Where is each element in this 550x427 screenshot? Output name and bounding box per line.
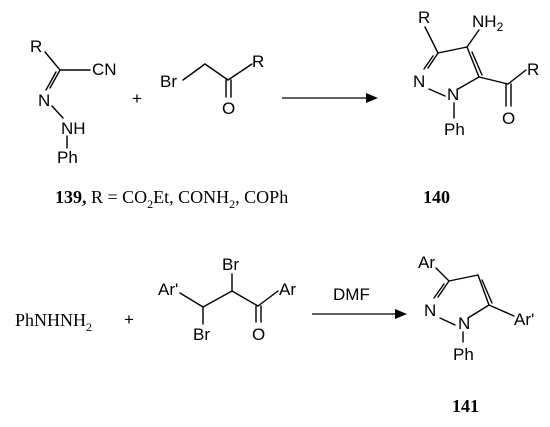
compound-141-caption: 141 [452, 396, 479, 416]
scheme2-reaction-arrow: DMF [312, 285, 407, 319]
plus-sign: + [132, 89, 142, 108]
ph-label: Ph [453, 345, 474, 364]
o-label: O [252, 325, 265, 344]
ph-label: Ph [444, 120, 465, 139]
ar-prime-label: Ar' [514, 310, 534, 329]
dmf-condition: DMF [333, 285, 370, 304]
n-label: N [458, 314, 470, 333]
ph-label: Ph [57, 148, 78, 167]
br-label: Br [160, 72, 177, 91]
ar-label: Ar [279, 280, 296, 299]
phenylhydrazine-label: PhNHNH2 [15, 310, 92, 334]
nh-label: NH [61, 119, 86, 138]
br-label: Br [193, 325, 210, 344]
ar-label: Ar [418, 253, 435, 272]
n-label: N [413, 72, 425, 91]
r-label: R [418, 8, 430, 27]
r-label: R [30, 37, 42, 56]
plus-sign: + [124, 310, 134, 329]
scheme2-reagent-dibromoketone: Br Ar' Ar Br O [158, 255, 296, 344]
compound-139-caption: 139, R = CO2Et, CONH2, COPh [55, 187, 288, 211]
scheme1-reaction-arrow [282, 93, 378, 103]
scheme1-product-aminopyrazole: R NH2 N N Ph R O [413, 8, 539, 139]
scheme1-reagent-bromoketone: Br R O [160, 52, 264, 118]
n-label: N [447, 85, 459, 104]
n-label: N [424, 301, 436, 320]
r-label: R [527, 60, 539, 79]
scheme2-product-diarylpyrazole: Ar N N Ar' Ph [418, 253, 534, 364]
compound-140-caption: 140 [423, 187, 450, 207]
br-label: Br [222, 255, 239, 274]
o-label: O [222, 99, 235, 118]
o-label: O [502, 109, 515, 128]
nh2-label: NH2 [472, 12, 504, 34]
cn-label: CN [92, 60, 117, 79]
scheme1-reagent-hydrazonoyl: R CN N NH Ph [30, 37, 117, 167]
ar-prime-label: Ar' [158, 280, 178, 299]
r-label: R [252, 52, 264, 71]
n-label: N [38, 91, 50, 110]
